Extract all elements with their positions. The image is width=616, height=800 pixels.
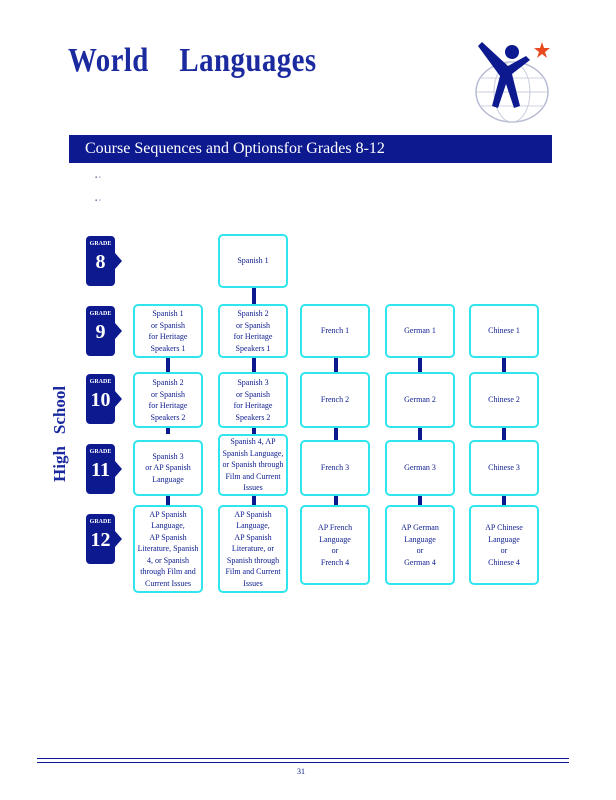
banner-text: Course Sequences and Optionsfor Grades 8… [85, 140, 385, 157]
grade-marker-9: GRADE 9 [86, 306, 122, 356]
connector [502, 496, 506, 505]
course-box: French 3 [300, 440, 370, 496]
title-word-2: Languages [179, 42, 317, 79]
section-banner: Course Sequences and Optionsfor Grades 8… [69, 135, 552, 163]
footer-rule [37, 762, 569, 763]
connector [334, 428, 338, 440]
course-box: Spanish 2 or Spanish for Heritage Speake… [133, 372, 203, 428]
course-box: German 2 [385, 372, 455, 428]
footnote-marker: ▪ ▫ [95, 198, 101, 204]
course-box: AP Chinese Language or Chinese 4 [469, 505, 539, 585]
page-number: 31 [297, 767, 305, 776]
course-box: AP German Language or German 4 [385, 505, 455, 585]
connector [252, 288, 256, 304]
course-box: AP Spanish Language, AP Spanish Literatu… [218, 505, 288, 593]
course-box: Spanish 4, AP Spanish Language, or Spani… [218, 434, 288, 496]
course-box: Chinese 3 [469, 440, 539, 496]
course-box: Spanish 1 [218, 234, 288, 288]
connector [418, 496, 422, 505]
connector [252, 496, 256, 505]
title-word-1: World [68, 42, 149, 79]
connector [252, 428, 256, 434]
connector [334, 358, 338, 372]
course-box: French 1 [300, 304, 370, 358]
logo-icon [475, 42, 550, 123]
course-box: Chinese 1 [469, 304, 539, 358]
connector [166, 358, 170, 372]
connector [418, 428, 422, 440]
course-box: German 1 [385, 304, 455, 358]
connector [502, 428, 506, 440]
course-box: AP Spanish Language, AP Spanish Literatu… [133, 505, 203, 593]
page-title: World Languages [68, 42, 317, 80]
course-box: German 3 [385, 440, 455, 496]
course-box: French 2 [300, 372, 370, 428]
connector [166, 428, 170, 434]
connector [418, 358, 422, 372]
course-box: Spanish 2 or Spanish for Heritage Speake… [218, 304, 288, 358]
course-box: Spanish 1 or Spanish for Heritage Speake… [133, 304, 203, 358]
footnote-marker: ▪ ▫ [95, 175, 101, 181]
grade-marker-12: GRADE 12 [86, 514, 122, 564]
connector [334, 496, 338, 505]
course-box: Spanish 3 or AP Spanish Language [133, 440, 203, 496]
course-box: Spanish 3 or Spanish for Heritage Speake… [218, 372, 288, 428]
connector [502, 358, 506, 372]
course-box: Chinese 2 [469, 372, 539, 428]
grade-marker-8: GRADE 8 [86, 236, 122, 286]
connector [166, 496, 170, 505]
course-box: AP French Language or French 4 [300, 505, 370, 585]
grade-marker-11: GRADE 11 [86, 444, 122, 494]
connector [252, 358, 256, 372]
grade-marker-10: GRADE 10 [86, 374, 122, 424]
high-school-label: HighSchool [50, 385, 69, 482]
footer-rule [37, 758, 569, 759]
